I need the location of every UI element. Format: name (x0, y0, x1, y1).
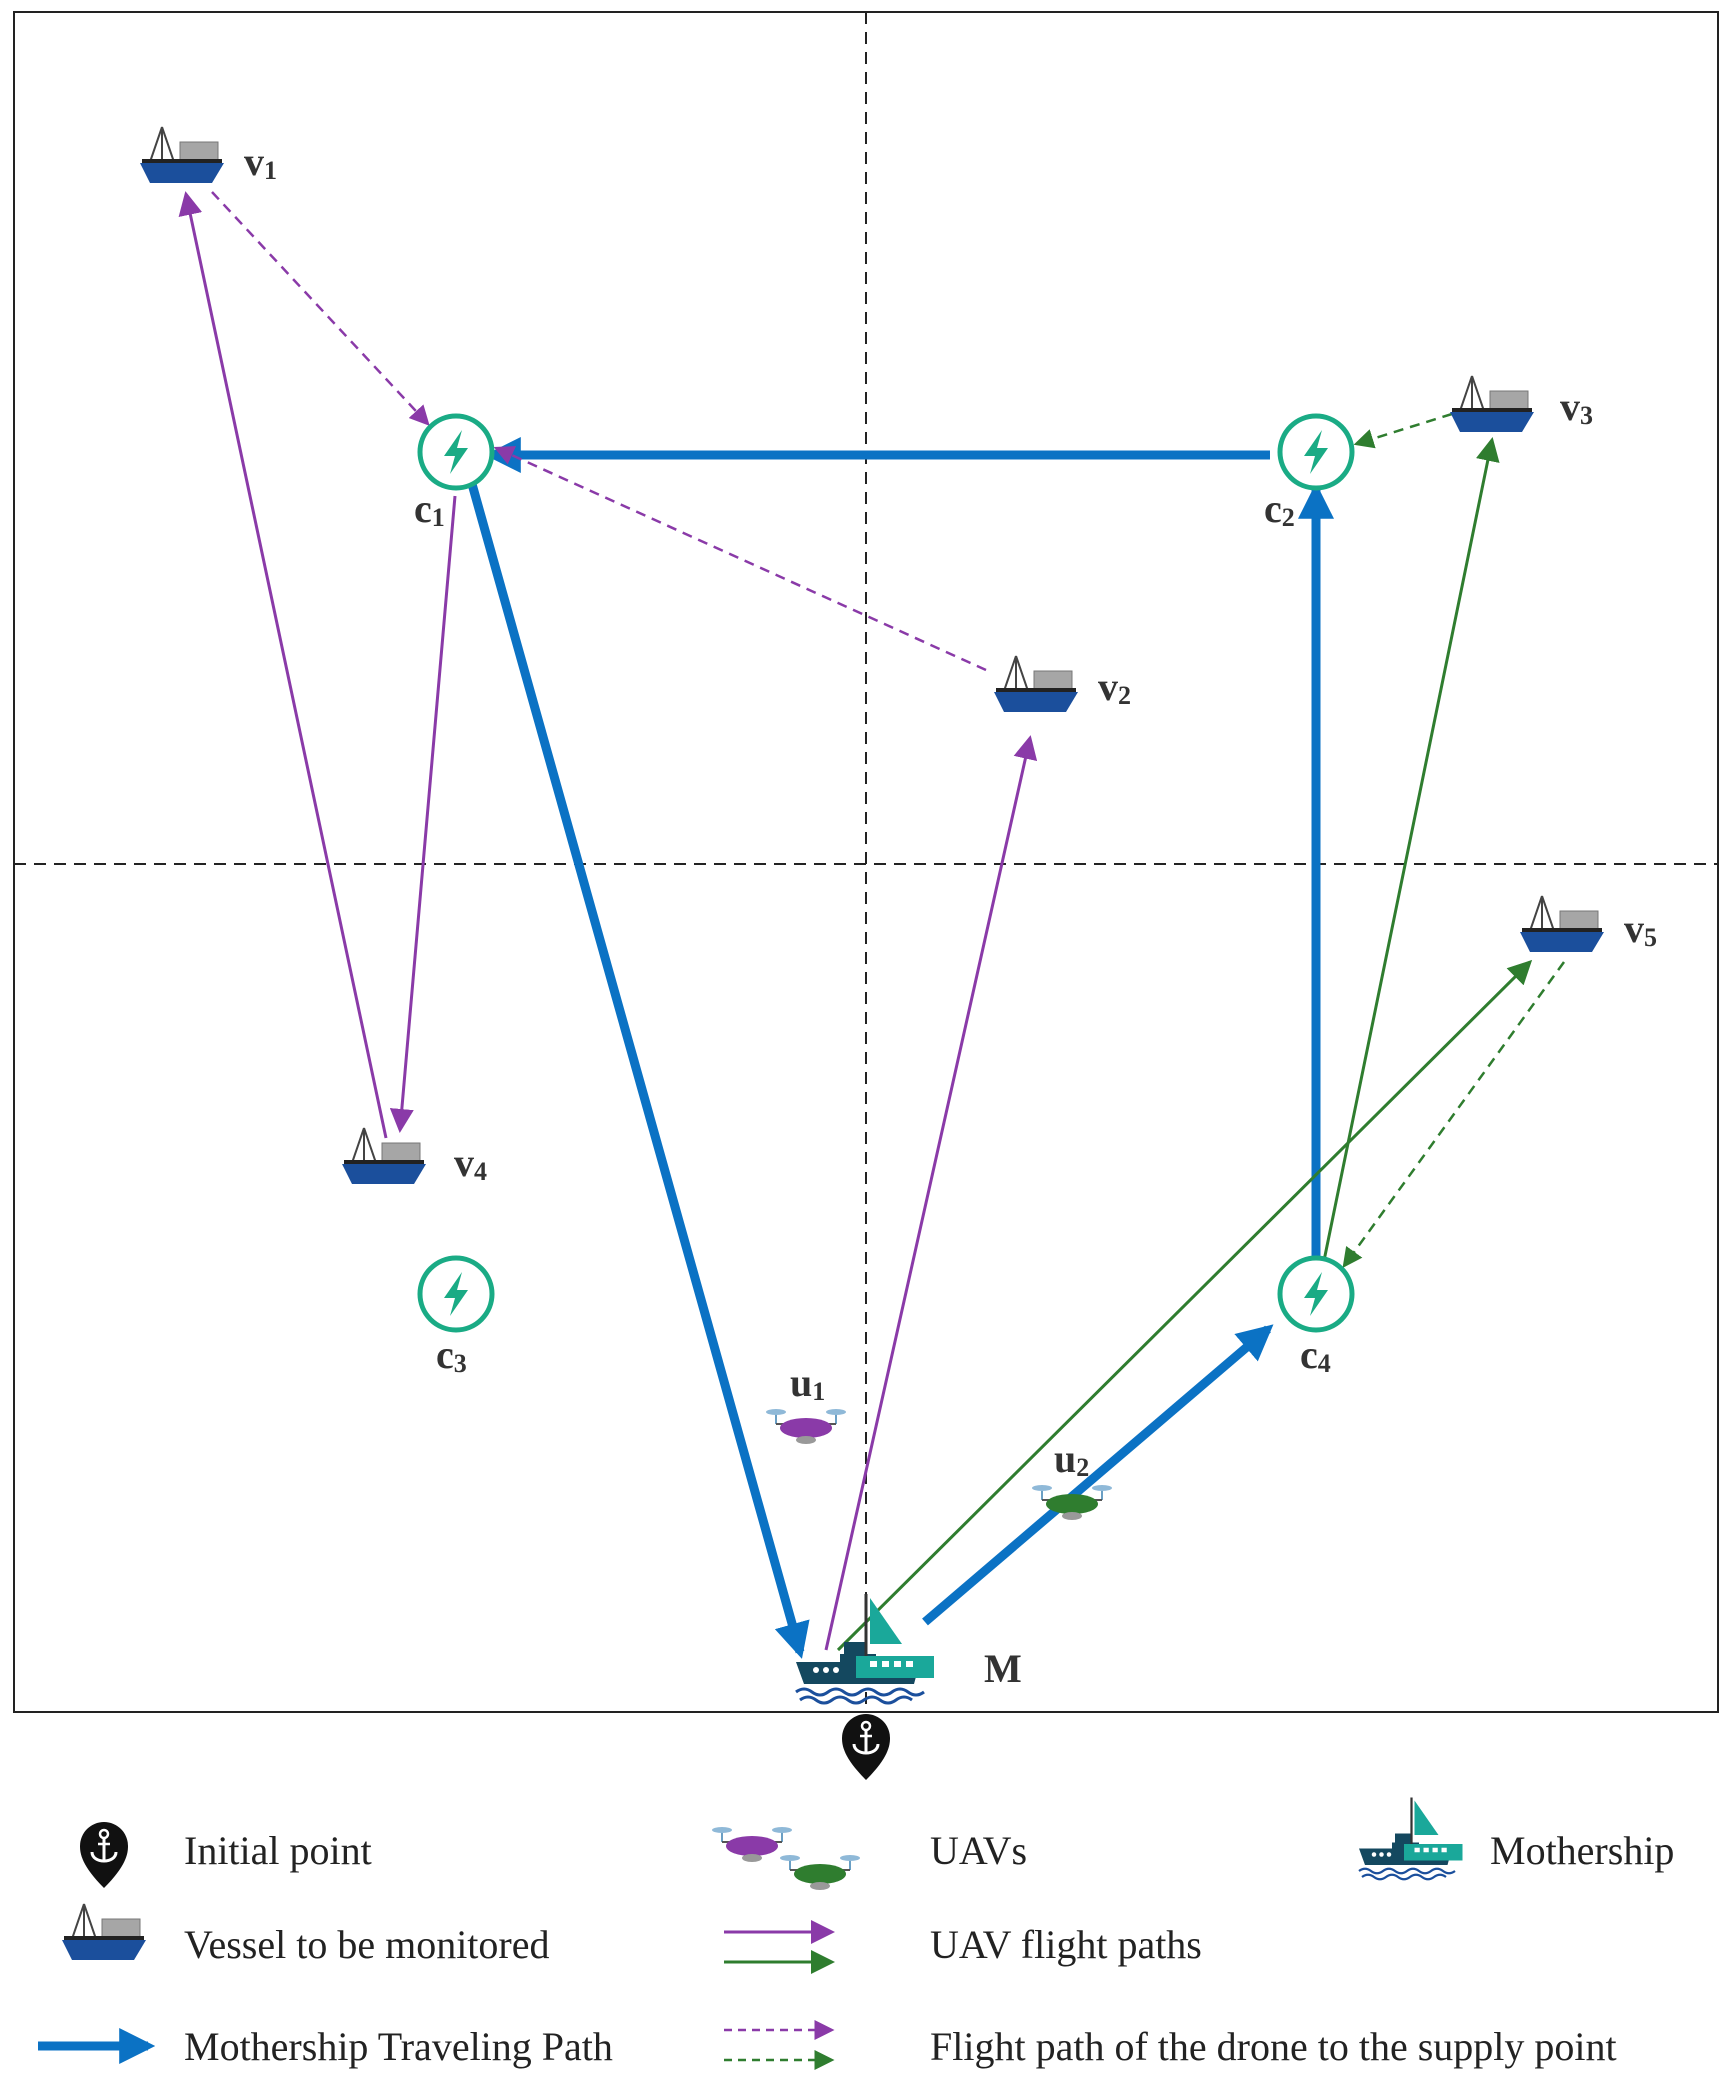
label-u1-subscript: 1 (812, 1377, 825, 1406)
label-u2-letter: u (1054, 1436, 1076, 1481)
mothership-path (467, 437, 1334, 1659)
label-v1-subscript: 1 (264, 156, 277, 185)
vessel-v5 (1519, 895, 1605, 953)
legend-uavs: UAVs (930, 1828, 1027, 1873)
vessel-v3 (1449, 375, 1535, 433)
label-u2: u2 (1054, 1436, 1089, 1482)
legend-uav-paths: UAV flight paths (930, 1922, 1202, 1967)
label-c1: c1 (414, 486, 445, 532)
legend-mothership-path: Mothership Traveling Path (184, 2024, 613, 2069)
label-c2: c2 (1264, 486, 1295, 532)
legend: Initial point UAVs Mothership Vessel to … (38, 1796, 1674, 2070)
drone-u1 (765, 1408, 847, 1445)
label-c4-letter: c (1300, 1332, 1318, 1377)
uav1-flight-paths (178, 191, 1038, 1651)
label-c2-subscript: 2 (1282, 503, 1295, 532)
label-v1-letter: v (244, 139, 264, 184)
label-v2-letter: v (1098, 664, 1118, 709)
label-c4: c4 (1300, 1332, 1331, 1378)
uav2-flight-paths (836, 412, 1566, 1652)
charging-station-c1 (420, 416, 492, 488)
charging-station-c2 (1280, 416, 1352, 488)
label-u1: u1 (790, 1360, 825, 1406)
legend-anchor-icon (78, 1820, 130, 1890)
label-u1-letter: u (790, 1360, 812, 1405)
legend-mothership-icon (1357, 1796, 1464, 1881)
label-v2-subscript: 2 (1118, 681, 1131, 710)
legend-drone-purple-icon (711, 1826, 793, 1863)
vessel-v1 (139, 126, 225, 184)
label-c3-subscript: 3 (454, 1349, 467, 1378)
mothership-icon (794, 1592, 936, 1705)
label-v1: v1 (244, 139, 277, 185)
label-v4: v4 (454, 1140, 487, 1186)
label-v4-subscript: 4 (474, 1157, 487, 1186)
label-c1-subscript: 1 (432, 503, 445, 532)
legend-drone-green-icon (779, 1854, 861, 1891)
legend-initial-point: Initial point (184, 1828, 372, 1873)
legend-mothership: Mothership (1490, 1828, 1674, 1873)
legend-supply-path: Flight path of the drone to the supply p… (930, 2024, 1617, 2069)
charging-station-c3 (420, 1258, 492, 1330)
label-u2-subscript: 2 (1076, 1453, 1089, 1482)
initial-point-anchor-icon (840, 1712, 892, 1782)
charging-station-c4 (1280, 1258, 1352, 1330)
label-c3-letter: c (436, 1332, 454, 1377)
label-v5-letter: v (1624, 906, 1644, 951)
legend-vessel: Vessel to be monitored (184, 1922, 550, 1967)
label-mothership: M (984, 1646, 1022, 1691)
label-c1-letter: c (414, 486, 432, 531)
label-v3: v3 (1560, 384, 1593, 430)
label-v5-subscript: 5 (1644, 923, 1657, 952)
label-v2: v2 (1098, 664, 1131, 710)
label-c4-subscript: 4 (1318, 1349, 1331, 1378)
legend-vessel-icon (61, 1903, 147, 1961)
label-v4-letter: v (454, 1140, 474, 1185)
label-v3-subscript: 3 (1580, 401, 1593, 430)
label-v5: v5 (1624, 906, 1657, 952)
vessel-v2 (993, 655, 1079, 713)
vessel-v4 (341, 1127, 427, 1185)
label-c3: c3 (436, 1332, 467, 1378)
label-v3-letter: v (1560, 384, 1580, 429)
label-c2-letter: c (1264, 486, 1282, 531)
